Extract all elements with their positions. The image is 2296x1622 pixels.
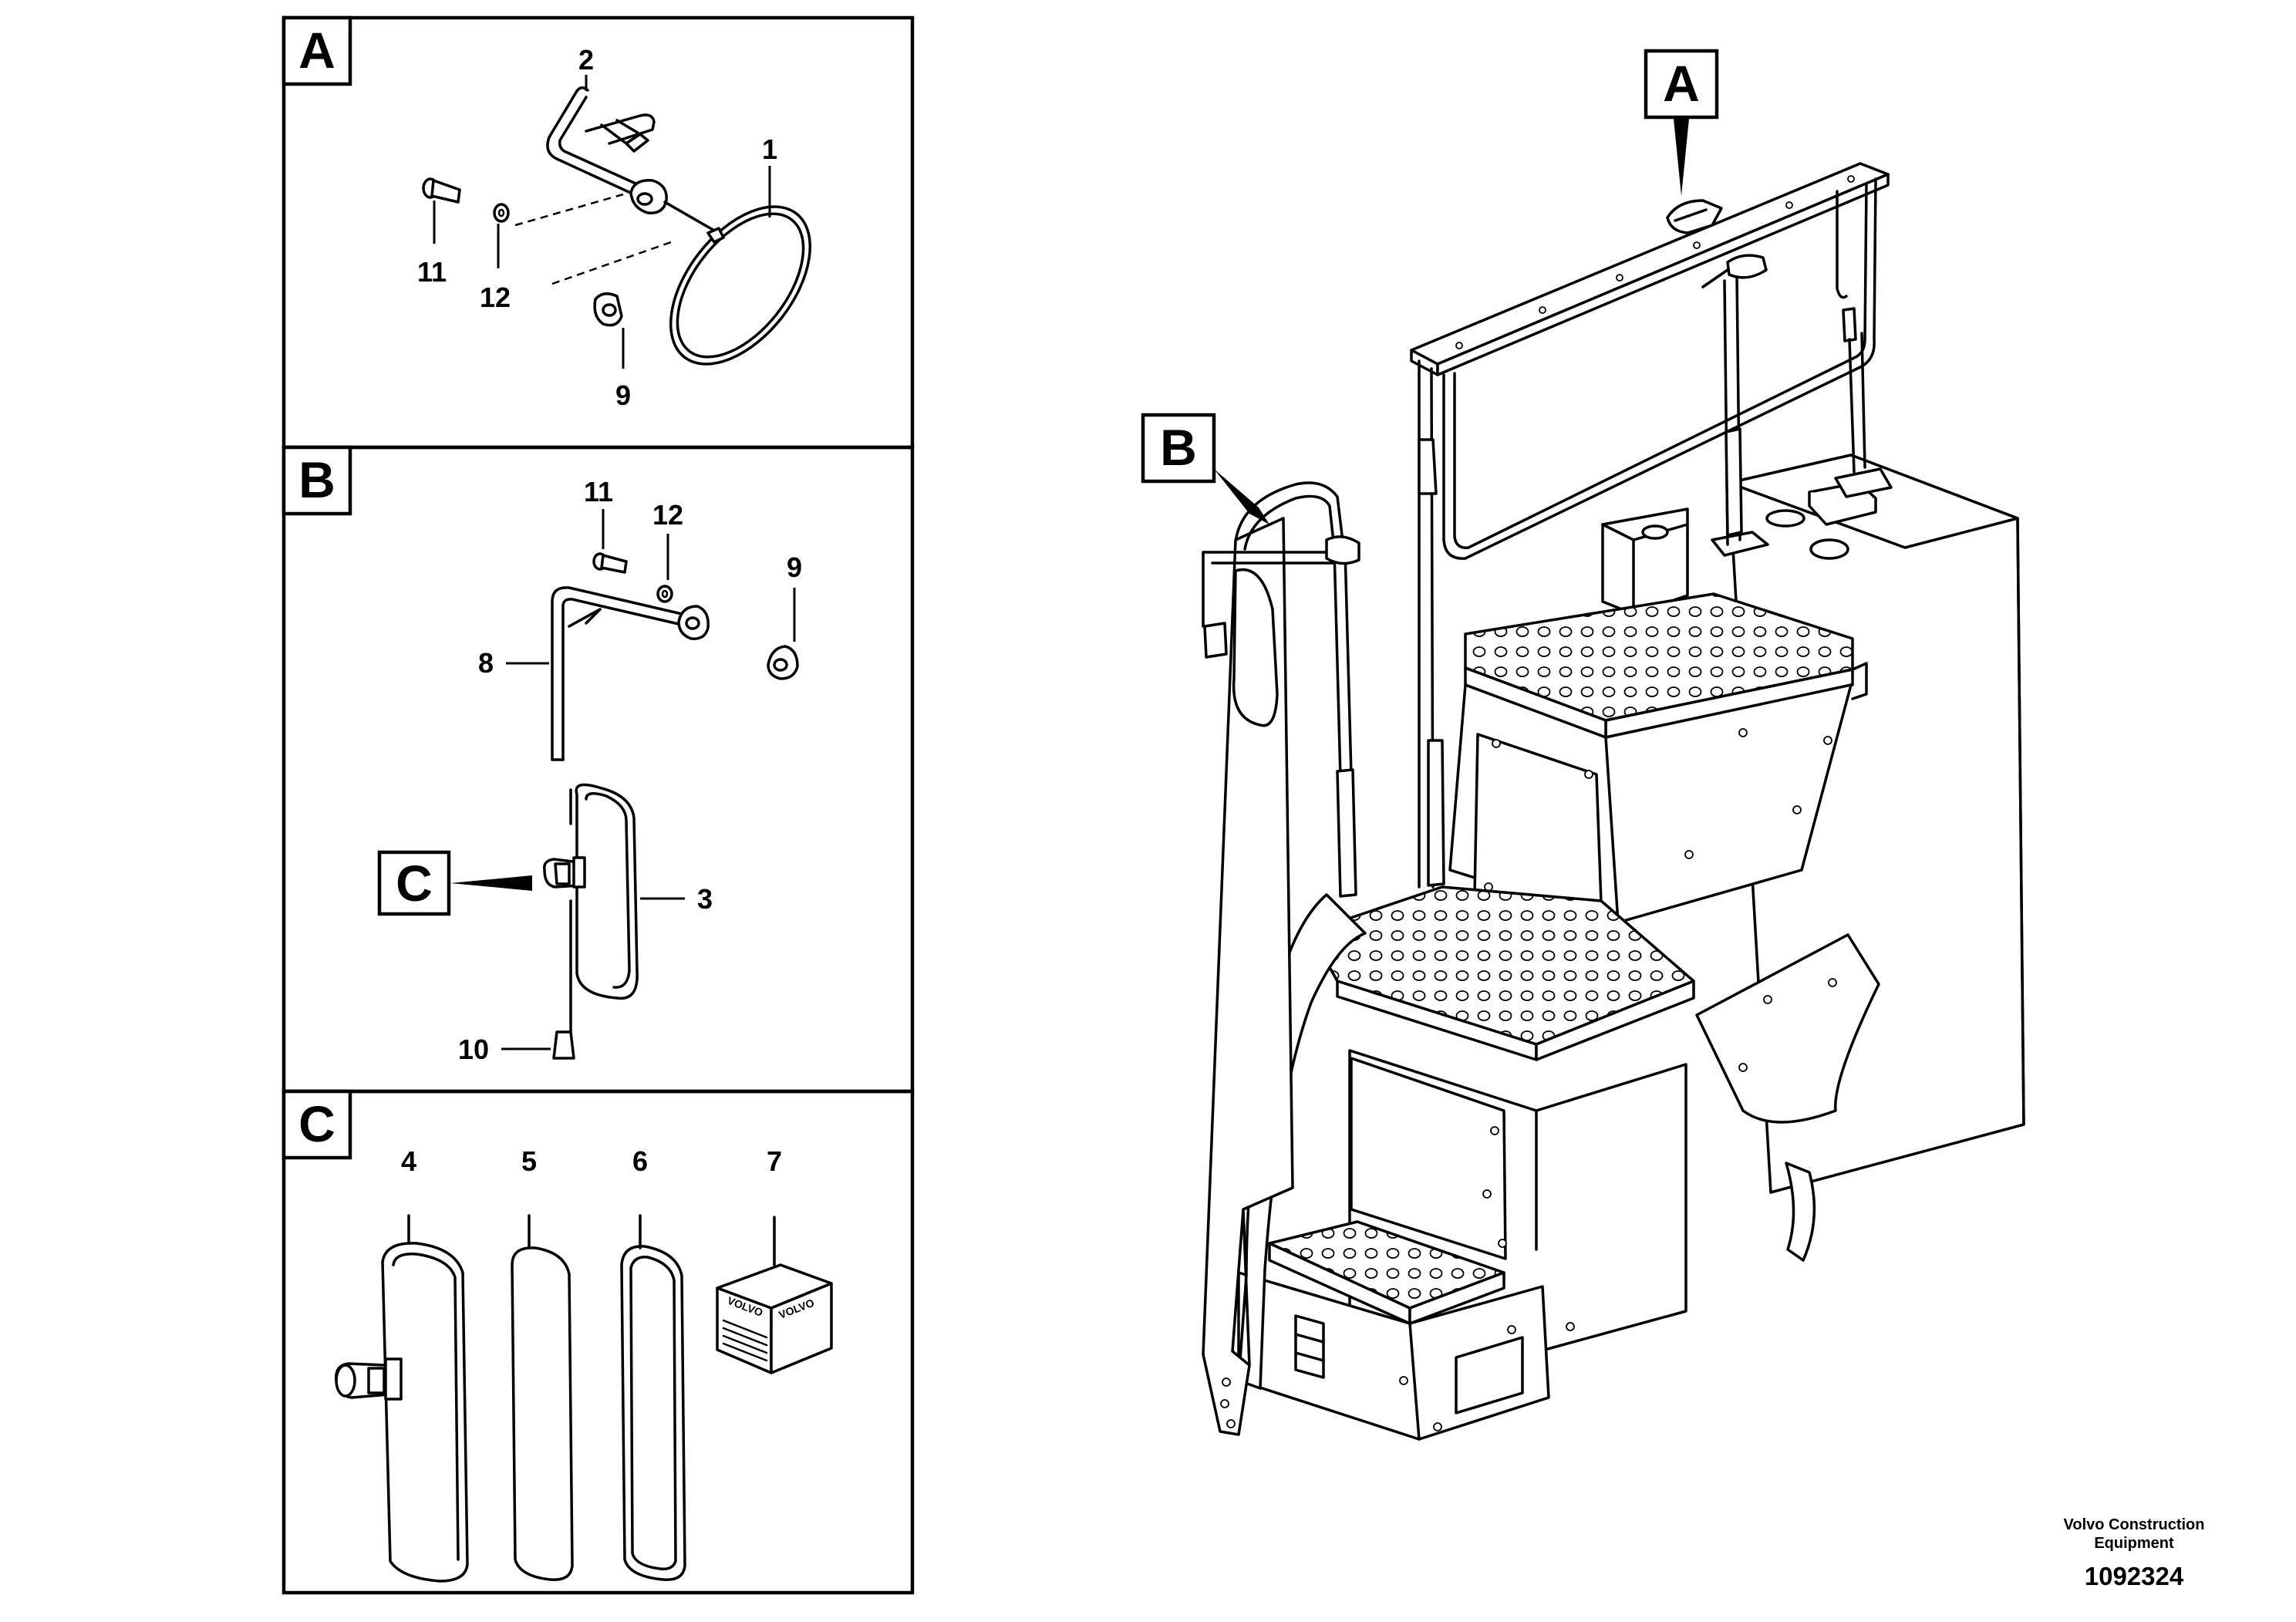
tall-fender-panel bbox=[1202, 517, 1294, 1436]
panel-b-label-box bbox=[282, 445, 352, 516]
callout-a-1: 1 bbox=[762, 133, 777, 165]
callout-c-7: 7 bbox=[767, 1145, 782, 1177]
callout-c-4: 4 bbox=[401, 1145, 416, 1177]
callout-b-3: 3 bbox=[697, 883, 713, 915]
washer-b bbox=[656, 585, 673, 603]
end-cap bbox=[552, 1030, 575, 1060]
panel-a-label: A bbox=[298, 22, 335, 79]
middle-platform bbox=[1308, 885, 1695, 1061]
callout-b-9: 9 bbox=[787, 551, 802, 583]
detail-ref-b: B bbox=[1141, 413, 1269, 524]
lower-step bbox=[1268, 1220, 1505, 1325]
mirror-a-on-frame bbox=[1666, 199, 1768, 288]
panel-c-label: C bbox=[298, 1095, 335, 1152]
callout-b-12: 12 bbox=[652, 499, 683, 531]
callout-a-9: 9 bbox=[615, 379, 631, 411]
clamp-upper bbox=[629, 179, 717, 233]
mirror-arm bbox=[551, 586, 683, 761]
panel-b-label: B bbox=[298, 451, 335, 508]
callout-c-5: 5 bbox=[521, 1145, 537, 1177]
svg-text:C: C bbox=[396, 855, 433, 912]
panel-c: C VOLVO VOLVO bbox=[282, 1089, 915, 1595]
right-fender bbox=[1695, 933, 1880, 1262]
handrail bbox=[1234, 481, 1345, 551]
footer: Volvo Construction Equipment 1092324 bbox=[2018, 1516, 2250, 1591]
clamp-lower bbox=[593, 292, 623, 327]
panel-b: B bbox=[282, 445, 915, 1094]
clamp-b-1 bbox=[677, 605, 710, 640]
callout-a-12: 12 bbox=[480, 282, 511, 313]
round-mirror bbox=[669, 205, 812, 366]
bottom-box bbox=[1237, 1271, 1550, 1441]
panel-c-label-box bbox=[282, 1089, 352, 1160]
svg-text:A: A bbox=[1663, 55, 1700, 112]
company-name-line1: Volvo Construction bbox=[2063, 1516, 2205, 1533]
mirror-frame bbox=[620, 1214, 686, 1581]
drawing-number: 1092324 bbox=[2084, 1562, 2184, 1590]
mirror-glass bbox=[511, 1214, 574, 1581]
panel-a: A bbox=[282, 15, 915, 450]
bolt-b bbox=[592, 552, 628, 574]
upper-platform bbox=[1464, 592, 1868, 739]
detail-ref-c: C bbox=[377, 850, 532, 916]
main-assembly: A B bbox=[1141, 49, 2025, 1441]
rectangular-mirror bbox=[543, 783, 639, 1041]
callout-c-6: 6 bbox=[632, 1145, 648, 1177]
rops-frame bbox=[1410, 162, 1893, 889]
washer bbox=[493, 203, 510, 223]
mirror-complete bbox=[335, 1214, 469, 1583]
upper-console bbox=[1601, 508, 1769, 615]
bolt bbox=[422, 177, 461, 204]
detail-ref-a: A bbox=[1644, 49, 1719, 196]
panel-a-label-box bbox=[282, 15, 352, 86]
clamp-b-2 bbox=[767, 645, 799, 680]
callout-b-11: 11 bbox=[584, 476, 613, 508]
callout-b-10: 10 bbox=[458, 1034, 489, 1065]
mirror-post-b bbox=[1202, 535, 1360, 898]
svg-text:B: B bbox=[1160, 419, 1197, 476]
company-name-line2: Equipment bbox=[2094, 1535, 2174, 1552]
mirror-arm-bracket bbox=[546, 86, 656, 201]
parts-kit-box: VOLVO VOLVO bbox=[716, 1216, 833, 1374]
callout-a-11: 11 bbox=[417, 256, 447, 288]
callout-a-2: 2 bbox=[578, 44, 594, 76]
callout-b-8: 8 bbox=[478, 647, 494, 679]
